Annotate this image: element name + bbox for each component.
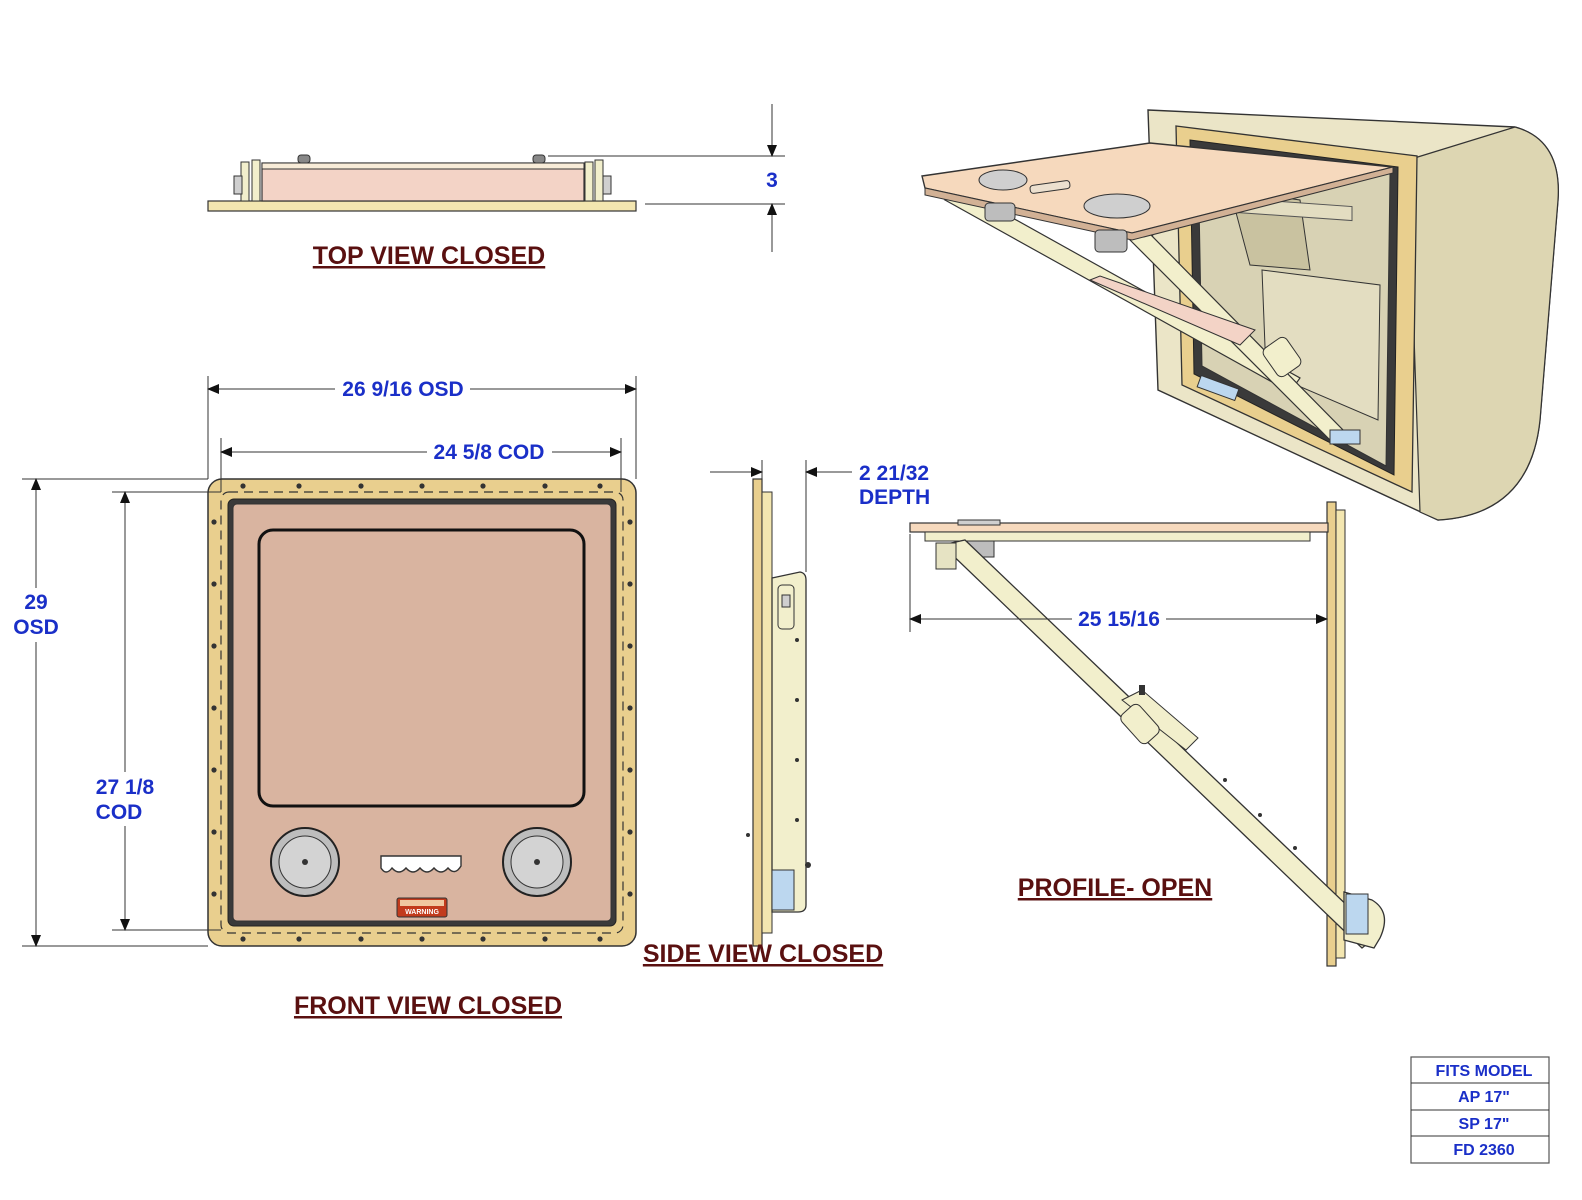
isometric-view [921,109,1560,521]
iso-door-panel [1088,275,1256,346]
top-view-hinge-left [233,159,261,202]
depth-value: 2 21/32 [859,462,929,485]
iso-cup-holder-right [1083,193,1151,219]
iso-hinge-bracket [1196,374,1240,402]
title-block-model: AP 17" [1458,1089,1510,1106]
flange-screw [627,519,633,525]
flange-screw [542,483,548,489]
side-view-hinge-bracket [771,869,795,911]
flange-screw [419,483,425,489]
flange-screw [542,936,548,942]
flange-screw [211,891,217,897]
reach-dimension: 25 15/16 [1078,608,1160,631]
flange-screw [480,483,486,489]
profile-table-underside [924,531,1311,542]
top-view-knob-right [532,154,546,164]
title-block-model: SP 17" [1459,1116,1510,1133]
iso-cup-bottom-left [984,202,1016,222]
iso-latch [1262,336,1302,378]
finger-pull-handle [380,855,462,873]
flange-screw [211,767,217,773]
flange-screw [358,483,364,489]
profile-frame [1335,509,1346,959]
iso-enclosure-side [1407,126,1559,521]
profile-hinge-bracket [1345,893,1369,935]
flange-screw [419,936,425,942]
cod-height-value: 27 1/8 [96,776,155,799]
flange-screw [211,643,217,649]
profile-arm-latch [1121,689,1199,751]
side-view-caption: SIDE VIEW CLOSED [643,940,883,968]
iso-handle-slot [1029,180,1071,194]
iso-hinge-bracket [1329,429,1361,445]
iso-table-edge [924,166,1394,241]
top-view-hinge-right [584,159,612,202]
top-view: 3 TOP VIEW CLOSED [207,104,785,270]
title-block: FITS MODEL AP 17" SP 17" FD 2360 [1410,1056,1550,1164]
cup-holder-right [502,827,572,897]
side-view-flange [752,478,763,947]
cod-height-unit: COD [96,801,143,824]
profile-arm-pivot [935,542,957,570]
flange-screw [627,581,633,587]
warning-label: WARNING [396,897,448,918]
thickness-dimension: 3 [766,169,778,192]
top-view-flange [207,200,637,212]
flange-screw [627,705,633,711]
flange-screw [480,936,486,942]
profile-latch-handle [1120,703,1160,745]
profile-view: 25 15/16 PROFILE- OPEN [909,501,1386,967]
osd-height-value: 29 [24,591,47,614]
iso-cup-holder-left [978,169,1028,191]
flange-screw [358,936,364,942]
iso-cup-bottom-right [1094,229,1128,253]
flange-screw [211,519,217,525]
flange-screw [211,581,217,587]
flange-screw [211,829,217,835]
front-view-gasket [220,491,624,934]
warning-label-text: WARNING [405,909,439,916]
cod-width-dimension: 24 5/8 COD [434,441,545,464]
flange-screw [240,936,246,942]
flange-screw [627,829,633,835]
flange-screw [296,936,302,942]
flange-screw [627,891,633,897]
flange-screws [211,483,633,942]
top-view-door-rim [261,162,585,170]
flange-screw [597,483,603,489]
side-view: 2 21/32 DEPTH SIDE VIEW CLOSED [643,460,930,968]
top-view-knob-left [297,154,311,164]
flange-screw [240,483,246,489]
profile-view-caption: PROFILE- OPEN [1018,874,1212,902]
flange-screw [627,643,633,649]
profile-cup-rim [957,519,1001,526]
front-view-table-outline [257,528,586,808]
flange-screw [211,705,217,711]
title-block-header: FITS MODEL [1436,1063,1533,1080]
top-view-caption: TOP VIEW CLOSED [313,242,545,270]
cup-holder-left [270,827,340,897]
osd-height-unit: OSD [13,616,59,639]
flange-screw [597,936,603,942]
side-view-folded-arm [771,571,807,913]
flange-screw [296,483,302,489]
side-view-door [761,491,773,934]
title-block-model: FD 2360 [1453,1142,1514,1159]
flange-screw [627,767,633,773]
front-view-caption: FRONT VIEW CLOSED [294,992,562,1020]
osd-width-dimension: 26 9/16 OSD [342,378,463,401]
depth-unit: DEPTH [859,486,930,509]
front-view: WARNING 26 9/16 OSD 24 5/8 COD 29 OSD 27… [13,376,637,1020]
